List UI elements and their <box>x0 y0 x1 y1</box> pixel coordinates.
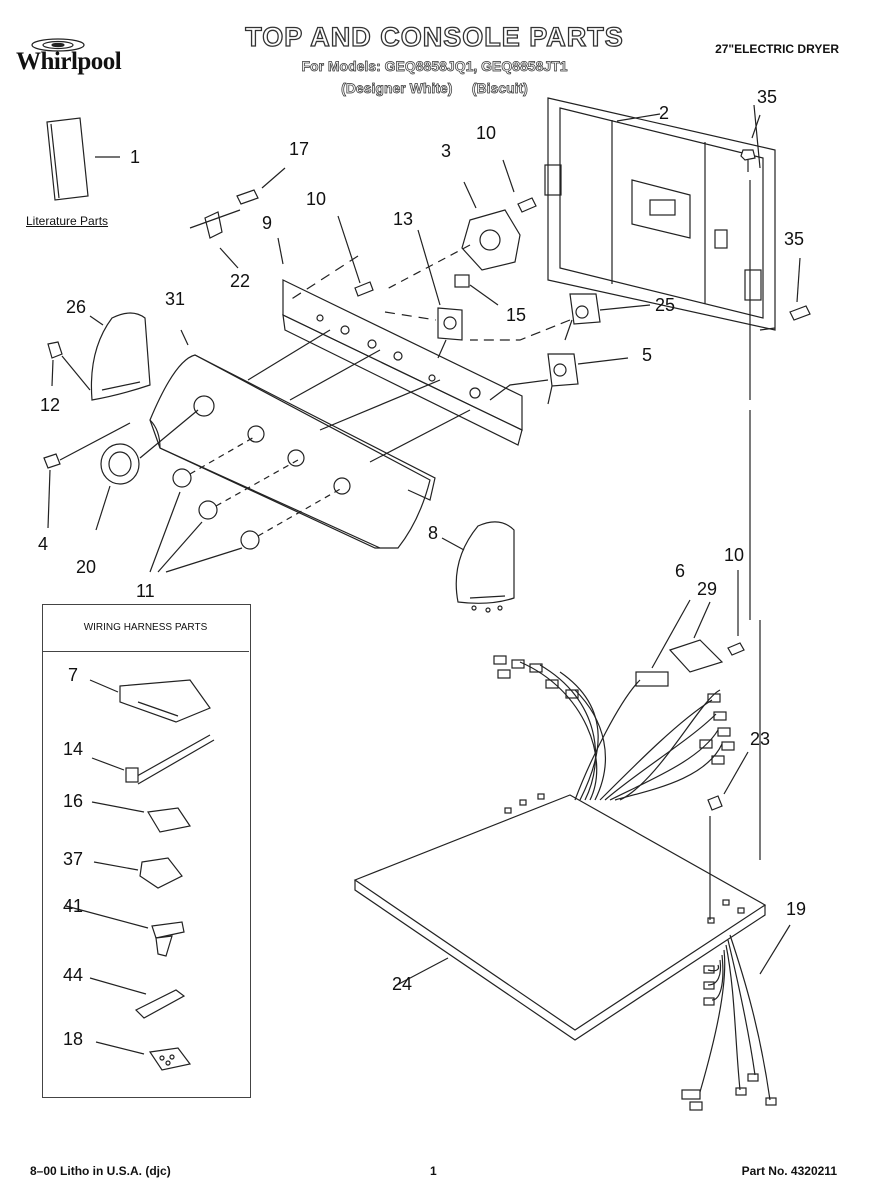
footer-page-number: 1 <box>430 1164 437 1178</box>
callout-3: 3 <box>441 141 452 161</box>
callout-29: 29 <box>697 579 718 599</box>
callout-35-right: 35 <box>784 229 805 249</box>
callout-8: 8 <box>428 523 439 543</box>
harness-part-16-icon <box>91 801 191 833</box>
screw-35-right-icon <box>789 257 811 321</box>
callout-24: 24 <box>392 974 413 994</box>
callout-12: 12 <box>40 395 61 415</box>
callout-44: 44 <box>63 965 84 985</box>
literature-parts-label: Literature Parts <box>26 214 109 228</box>
models-line: For Models: GEQ8858JQ1, GEQ8858JT1 <box>301 58 568 75</box>
callout-13: 13 <box>393 209 414 229</box>
callout-35-top: 35 <box>757 87 778 107</box>
callout-25: 25 <box>655 295 676 315</box>
screw-12-icon <box>47 341 91 391</box>
callout-41: 41 <box>63 896 84 916</box>
callout-31: 31 <box>165 289 186 309</box>
callout-14: 14 <box>63 739 84 759</box>
end-cap-8-icon <box>441 521 515 613</box>
screw-17-icon <box>236 167 286 205</box>
end-cap-26-icon <box>89 312 151 401</box>
console-panel <box>149 329 471 549</box>
harness-part-41-icon <box>65 905 185 957</box>
callout-4: 4 <box>38 534 49 554</box>
literature-booklet-icon <box>46 117 120 201</box>
knob-20-icon <box>95 409 199 531</box>
screw-10-top-icon <box>502 159 537 213</box>
screw-35-top-icon <box>740 114 761 172</box>
callout-10-top: 10 <box>476 123 497 143</box>
callout-37: 37 <box>63 849 84 869</box>
wiring-harness-box-title: WIRING HARNESS PARTS <box>42 604 249 652</box>
brand-logo: Whirlpool <box>16 48 122 75</box>
callout-15: 15 <box>506 305 527 325</box>
callout-7: 7 <box>68 665 79 685</box>
callout-1: 1 <box>130 147 141 167</box>
timer-icon <box>384 181 521 291</box>
footer-part-number: Part No. 4320211 <box>741 1164 837 1178</box>
footer-litho: 8–00 Litho in U.S.A. (djc) <box>30 1164 171 1178</box>
lower-wiring-harness <box>681 924 791 1111</box>
callout-22: 22 <box>230 271 251 291</box>
callout-18: 18 <box>63 1029 84 1049</box>
page-title: TOP AND CONSOLE PARTS <box>245 21 624 52</box>
callout-23: 23 <box>750 729 771 749</box>
top-panel <box>353 793 767 1041</box>
callout-6: 6 <box>675 561 686 581</box>
harness-part-37-icon <box>93 857 183 889</box>
callout-20: 20 <box>76 557 97 577</box>
finish-line: (Designer White) (Biscuit) <box>341 80 528 97</box>
callout-19: 19 <box>786 899 807 919</box>
callout-11: 11 <box>136 581 155 601</box>
clip-22-icon <box>189 209 241 269</box>
whirlpool-swirl-icon <box>31 38 85 52</box>
harness-part-18-icon <box>95 1041 192 1071</box>
callout-2: 2 <box>659 103 670 123</box>
harness-part-14-icon <box>91 734 215 785</box>
callout-5: 5 <box>642 345 653 365</box>
screw-4-icon <box>43 422 131 529</box>
rear-console-panel <box>544 97 776 860</box>
harness-part-44-icon <box>89 977 186 1019</box>
callout-10-right: 10 <box>724 545 745 565</box>
callout-16: 16 <box>63 791 84 811</box>
console-wiring-harness <box>493 570 749 811</box>
switch-15-icon <box>454 274 499 306</box>
callout-17: 17 <box>289 139 310 159</box>
callout-9: 9 <box>262 213 273 233</box>
knobs-11-icon <box>149 435 343 573</box>
product-type: 27"ELECTRIC DRYER <box>715 42 839 56</box>
callout-10-left: 10 <box>306 189 327 209</box>
harness-part-7-icon <box>89 679 211 723</box>
switch-25-icon <box>470 293 651 341</box>
wiring-harness-box <box>42 604 251 1098</box>
console-bracket <box>277 215 523 446</box>
switch-13-icon <box>417 229 463 359</box>
callout-26: 26 <box>66 297 87 317</box>
switch-5-icon <box>489 353 629 405</box>
